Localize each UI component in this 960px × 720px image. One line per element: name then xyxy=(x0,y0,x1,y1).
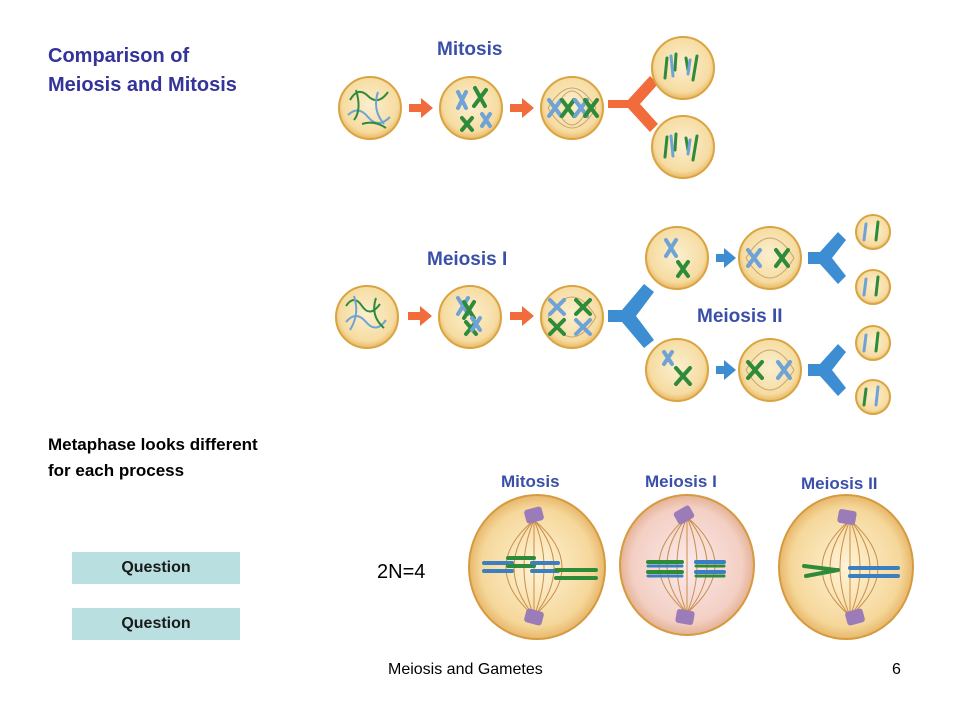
meiosis-ii-split-arrow-lower xyxy=(808,344,846,396)
mitosis-arrow-1 xyxy=(409,98,433,118)
metaphase-caption-line-2: for each process xyxy=(48,461,185,480)
mitosis-cell-interphase xyxy=(338,76,402,140)
mitosis-cell-metaphase xyxy=(540,76,604,140)
footer-title: Meiosis and Gametes xyxy=(388,661,543,678)
meiosis-cell-metaphase-i xyxy=(540,285,604,349)
slide-title-line-1: Comparison of xyxy=(48,45,190,67)
mitosis-daughter-cell-1 xyxy=(651,36,715,100)
slide-title: Comparison of Meiosis and Mitosis xyxy=(48,42,237,100)
meiosis-ii-cell-lower-b xyxy=(738,338,802,402)
ploidy-label: 2N=4 xyxy=(377,561,426,583)
gamete-4 xyxy=(855,379,891,415)
gamete-3 xyxy=(855,325,891,361)
meiosis-ii-cell-lower-a xyxy=(645,338,709,402)
metaphase-cell-meiosis-ii xyxy=(778,494,914,640)
meiosis-arrow-1 xyxy=(408,306,432,326)
slide-title-line-2: Meiosis and Mitosis xyxy=(48,74,237,96)
metaphase-label-meiosis-ii: Meiosis II xyxy=(801,474,878,493)
metaphase-cell-meiosis-i xyxy=(619,494,755,636)
meiosis-ii-label: Meiosis II xyxy=(697,306,783,327)
metaphase-caption-line-1: Metaphase looks different xyxy=(48,435,258,454)
meiosis-ii-split-arrow-upper xyxy=(808,232,846,284)
metaphase-label-mitosis: Mitosis xyxy=(501,472,560,491)
metaphase-caption: Metaphase looks different for each proce… xyxy=(48,432,258,484)
page-number: 6 xyxy=(892,661,901,678)
meiosis-ii-arrow-upper xyxy=(716,248,736,268)
question-button-2[interactable]: Question xyxy=(72,608,240,640)
metaphase-cell-mitosis xyxy=(468,494,606,640)
meiosis-ii-cell-upper-b xyxy=(738,226,802,290)
gamete-1 xyxy=(855,214,891,250)
mitosis-arrow-2 xyxy=(510,98,534,118)
question-button-1[interactable]: Question xyxy=(72,552,240,584)
meiosis-cell-interphase xyxy=(335,285,399,349)
mitosis-split-arrow xyxy=(608,76,658,132)
meiosis-arrow-2 xyxy=(510,306,534,326)
mitosis-daughter-cell-2 xyxy=(651,115,715,179)
metaphase-label-meiosis-i: Meiosis I xyxy=(645,472,717,491)
mitosis-label: Mitosis xyxy=(437,39,502,60)
meiosis-cell-prophase-i xyxy=(438,285,502,349)
meiosis-ii-cell-upper-a xyxy=(645,226,709,290)
meiosis-i-split-arrow xyxy=(608,284,654,348)
meiosis-i-label: Meiosis I xyxy=(427,249,507,270)
gamete-2 xyxy=(855,269,891,305)
mitosis-cell-prophase xyxy=(439,76,503,140)
meiosis-ii-arrow-lower xyxy=(716,360,736,380)
